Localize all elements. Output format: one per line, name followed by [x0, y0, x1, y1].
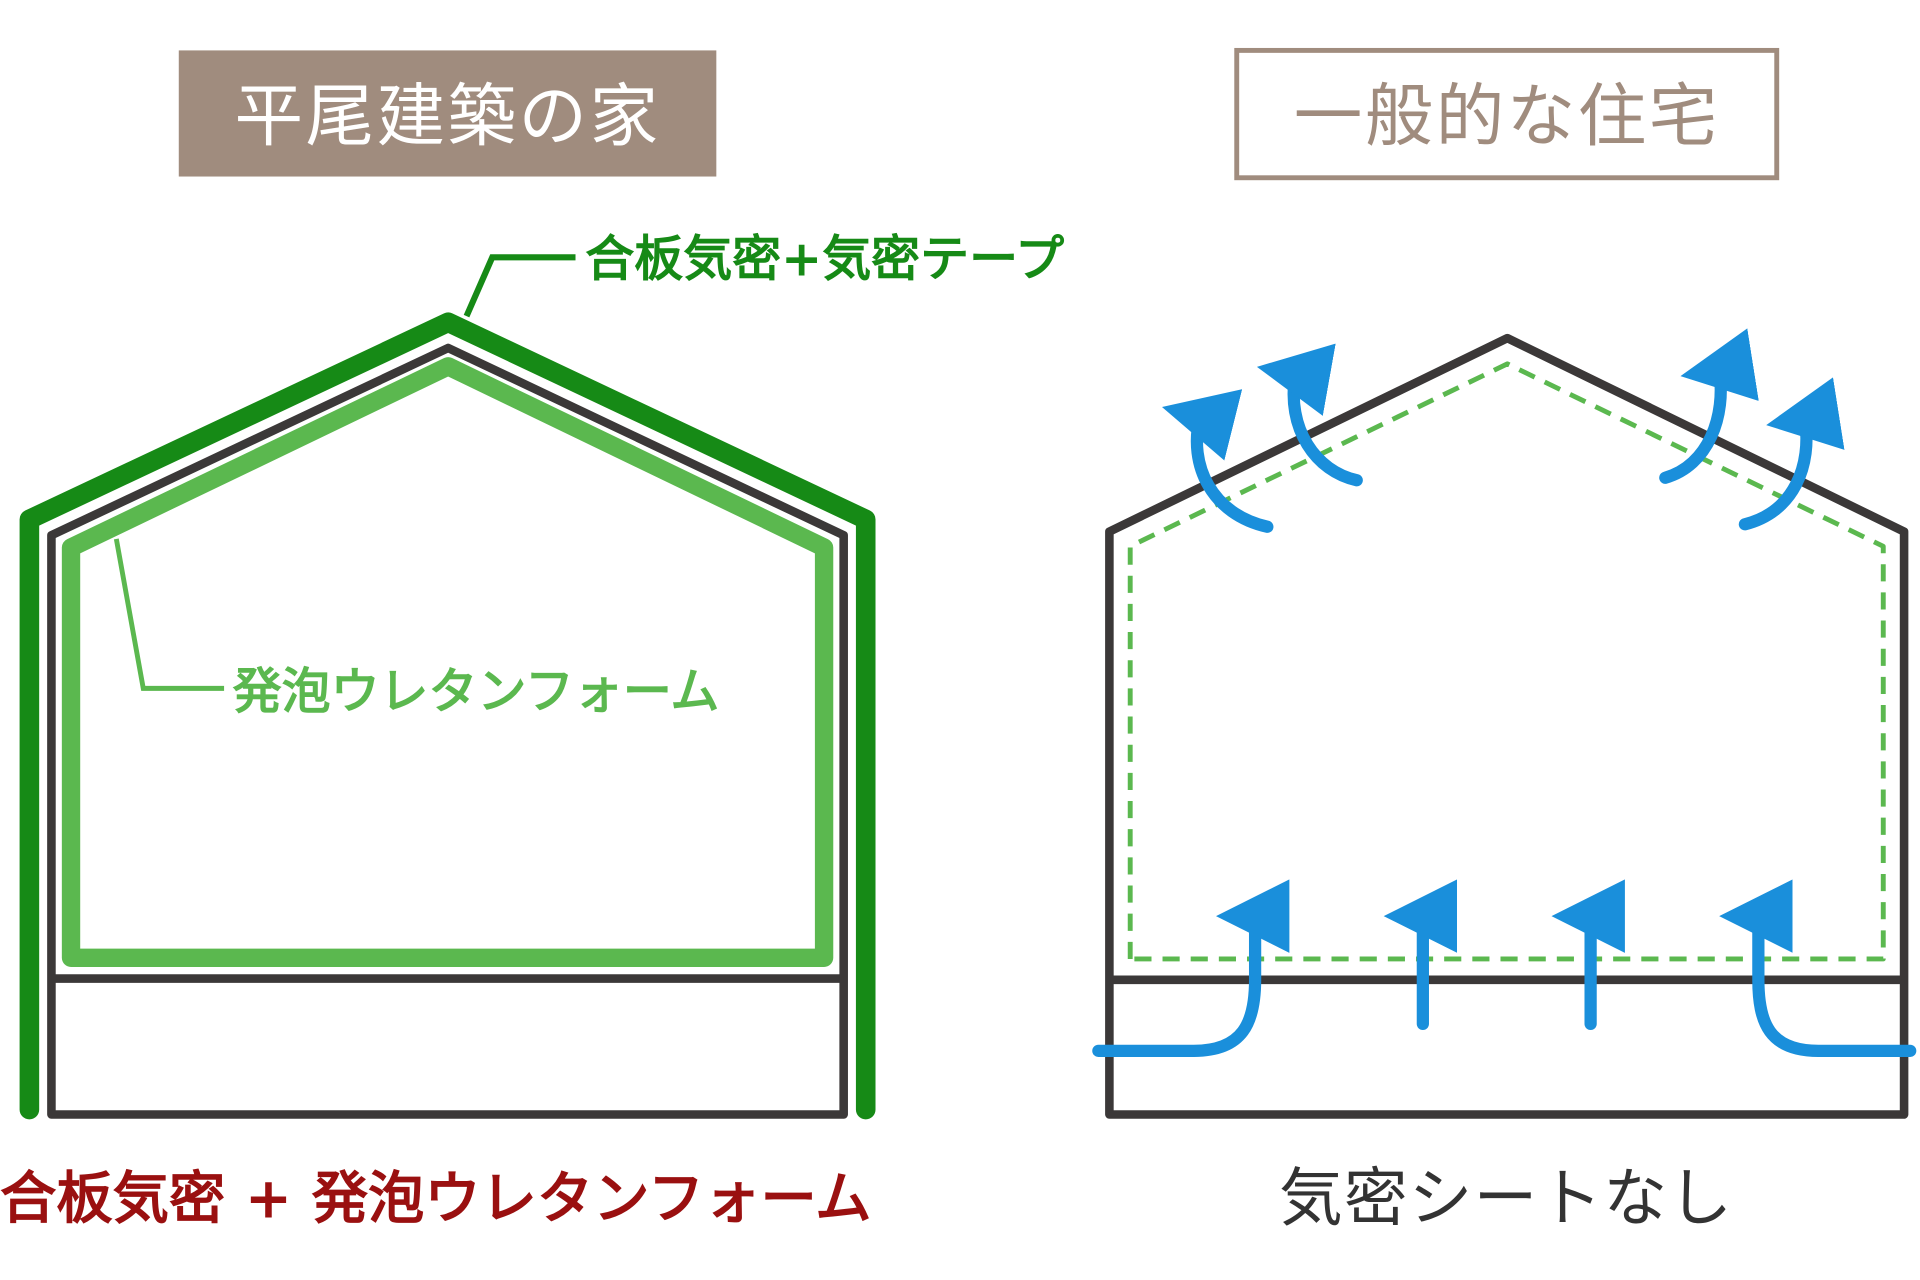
air-leak-arrow	[1738, 377, 1845, 531]
left-title: 平尾建築の家	[235, 77, 661, 157]
air-leak-arrow	[1161, 389, 1274, 533]
right-panel: 一般的な住宅 気密シートなし	[1092, 47, 1917, 1236]
callout-line-outer	[463, 254, 576, 318]
callout-label-foam: 発泡ウレタンフォーム	[233, 663, 720, 720]
callout-line-foam	[113, 538, 225, 691]
left-panel: 平尾建築の家 合板気密+気密テープ 発泡ウレタンフォーム 合板気密 + 発泡ウレ…	[0, 50, 1064, 1231]
left-caption: 合板気密 + 発泡ウレタンフォーム	[0, 1166, 871, 1231]
right-house-frame	[1105, 333, 1909, 1119]
air-leak-arrow	[1719, 879, 1917, 1057]
plywood-airtight-layer	[19, 312, 876, 1120]
dashed-insulation-line	[1127, 361, 1886, 962]
left-title-box: 平尾建築の家	[178, 50, 717, 177]
right-title-box: 一般的な住宅	[1234, 47, 1780, 181]
callout-label-outer: 合板気密+気密テープ	[585, 231, 1064, 288]
air-leak-arrow	[1256, 343, 1363, 487]
air-leak-arrow	[1092, 879, 1290, 1057]
urethane-foam-layer	[61, 357, 834, 967]
right-caption: 気密シートなし	[1279, 1162, 1733, 1236]
left-house-frame	[47, 343, 848, 1119]
right-title: 一般的な住宅	[1294, 77, 1720, 157]
air-leak-arrow	[1659, 328, 1759, 484]
